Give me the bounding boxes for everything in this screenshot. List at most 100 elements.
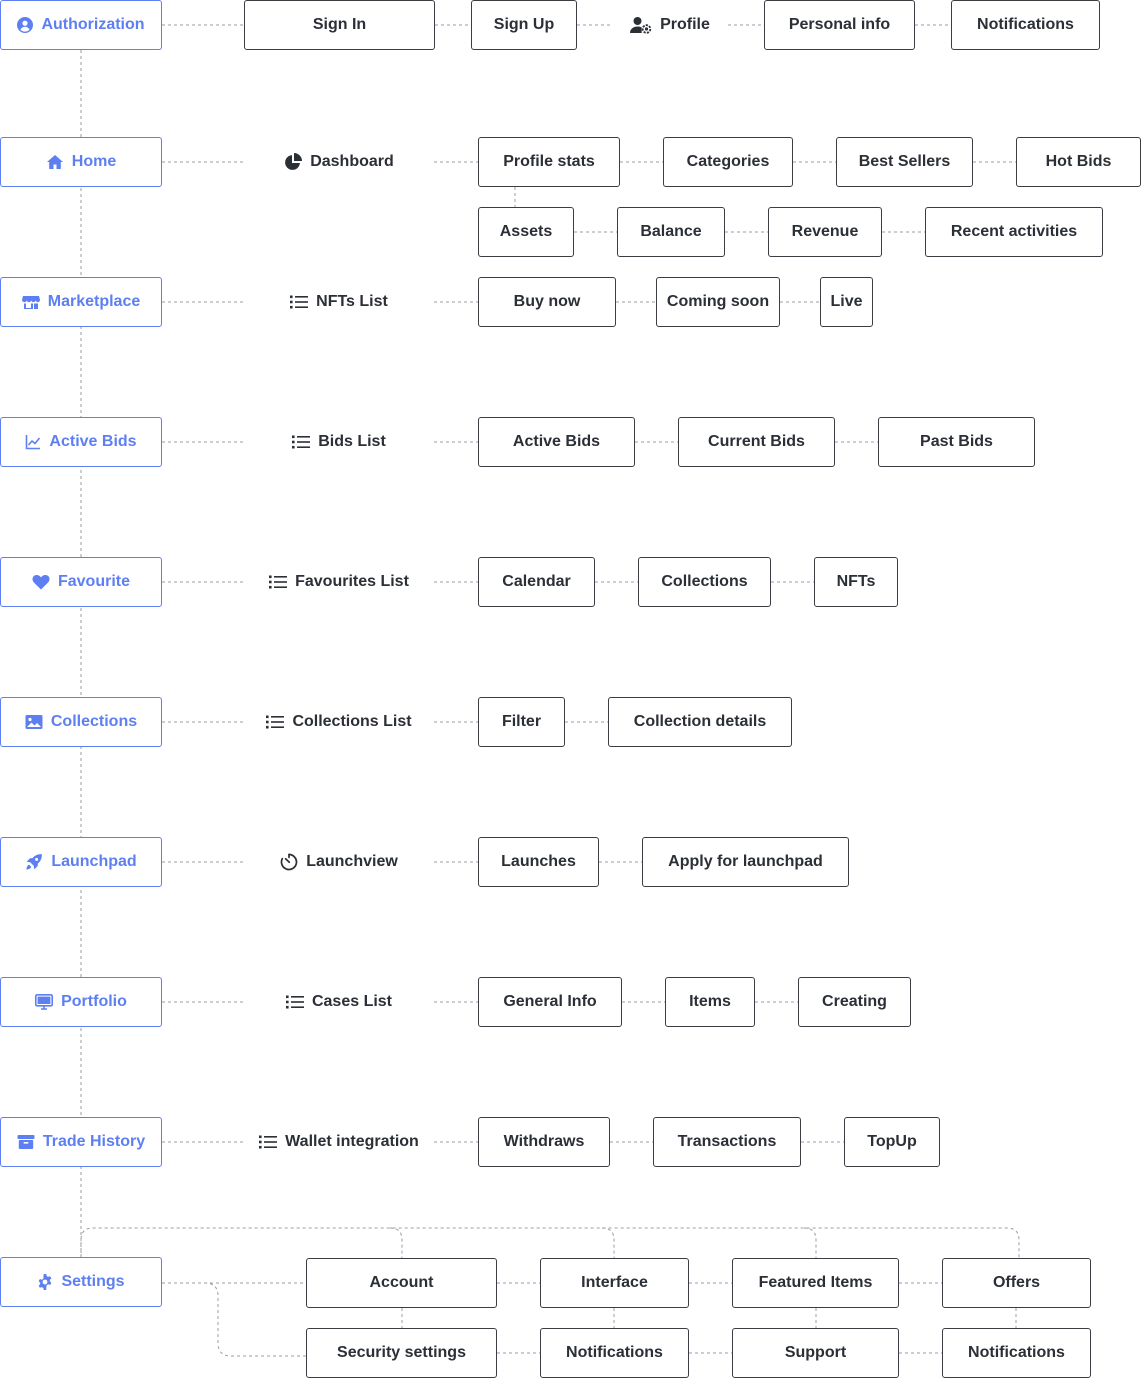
node-label: General Info xyxy=(503,993,597,1010)
node-buy-now[interactable]: Buy now xyxy=(478,277,616,327)
node-account[interactable]: Account xyxy=(306,1258,497,1308)
section-launchpad[interactable]: Launchpad xyxy=(0,837,162,887)
section-label: Launchpad xyxy=(51,853,137,870)
node-revenue[interactable]: Revenue xyxy=(768,207,882,257)
node-label: Current Bids xyxy=(708,433,805,450)
node-support[interactable]: Support xyxy=(732,1328,899,1378)
node-creating[interactable]: Creating xyxy=(798,977,911,1027)
hub-dashboard: Dashboard xyxy=(244,137,434,187)
connector-line xyxy=(601,1227,615,1258)
section-trade-history[interactable]: Trade History xyxy=(0,1117,162,1167)
node-label: TopUp xyxy=(867,1133,917,1150)
connector-line xyxy=(162,1282,306,1357)
node-label: Creating xyxy=(822,993,887,1010)
section-collections[interactable]: Collections xyxy=(0,697,162,747)
node-categories[interactable]: Categories xyxy=(663,137,793,187)
node-general-info[interactable]: General Info xyxy=(478,977,622,1027)
node-label: Notifications xyxy=(968,1344,1065,1361)
archive-icon xyxy=(17,1134,35,1150)
node-coming-soon[interactable]: Coming soon xyxy=(656,277,780,327)
node-nfts[interactable]: NFTs xyxy=(814,557,898,607)
node-label: Hot Bids xyxy=(1045,153,1112,170)
node-notifications[interactable]: Notifications xyxy=(942,1328,1091,1378)
node-calendar[interactable]: Calendar xyxy=(478,557,595,607)
section-label: Portfolio xyxy=(61,993,127,1010)
node-apply-for-launchpad[interactable]: Apply for launchpad xyxy=(642,837,849,887)
node-label: Coming soon xyxy=(666,293,770,310)
node-sign-up[interactable]: Sign Up xyxy=(471,0,577,50)
hub-label: Favourites List xyxy=(295,573,409,590)
hub-favourites-list: Favourites List xyxy=(244,557,434,607)
node-interface[interactable]: Interface xyxy=(540,1258,689,1308)
list-icon xyxy=(269,575,288,589)
connector-line xyxy=(803,1227,817,1258)
node-past-bids[interactable]: Past Bids xyxy=(878,417,1035,467)
hub-label: Cases List xyxy=(311,993,393,1010)
timer-icon xyxy=(280,853,298,871)
hub-label: Collections List xyxy=(292,713,412,730)
node-offers[interactable]: Offers xyxy=(942,1258,1091,1308)
node-personal-info[interactable]: Personal info xyxy=(764,0,915,50)
list-icon xyxy=(259,1135,278,1149)
node-security-settings[interactable]: Security settings xyxy=(306,1328,497,1378)
section-portfolio[interactable]: Portfolio xyxy=(0,977,162,1027)
node-collection-details[interactable]: Collection details xyxy=(608,697,792,747)
node-label: Collection details xyxy=(633,713,767,730)
connector-line xyxy=(80,1227,1020,1258)
node-label: Security settings xyxy=(337,1344,466,1361)
hub-label: Wallet integration xyxy=(285,1133,419,1150)
section-label: Home xyxy=(71,153,117,170)
section-marketplace[interactable]: Marketplace xyxy=(0,277,162,327)
node-best-sellers[interactable]: Best Sellers xyxy=(836,137,973,187)
node-balance[interactable]: Balance xyxy=(617,207,725,257)
store-icon xyxy=(21,294,40,310)
node-featured-items[interactable]: Featured Items xyxy=(732,1258,899,1308)
node-label: Calendar xyxy=(502,573,571,590)
node-label: Sign In xyxy=(312,16,367,33)
node-label: Items xyxy=(689,993,731,1010)
section-label: Active Bids xyxy=(49,433,137,450)
hub-label: Dashboard xyxy=(310,153,394,170)
hub-launchview: Launchview xyxy=(244,837,434,887)
node-label: Interface xyxy=(581,1274,648,1291)
node-label: Notifications xyxy=(977,16,1074,33)
node-assets[interactable]: Assets xyxy=(478,207,574,257)
section-home[interactable]: Home xyxy=(0,137,162,187)
node-launches[interactable]: Launches xyxy=(478,837,599,887)
node-label: Personal info xyxy=(788,16,891,33)
node-recent-activities[interactable]: Recent activities xyxy=(925,207,1103,257)
hub-collections-list: Collections List xyxy=(244,697,434,747)
section-label: Trade History xyxy=(42,1133,146,1150)
list-icon xyxy=(290,295,309,309)
node-notifications[interactable]: Notifications xyxy=(540,1328,689,1378)
node-label: Assets xyxy=(499,223,553,240)
section-label: Settings xyxy=(61,1273,125,1290)
node-filter[interactable]: Filter xyxy=(478,697,565,747)
node-notifications[interactable]: Notifications xyxy=(951,0,1100,50)
node-profile-stats[interactable]: Profile stats xyxy=(478,137,620,187)
node-label: Transactions xyxy=(677,1133,777,1150)
node-label: Live xyxy=(830,293,863,310)
node-withdraws[interactable]: Withdraws xyxy=(478,1117,610,1167)
node-transactions[interactable]: Transactions xyxy=(653,1117,801,1167)
node-label: Featured Items xyxy=(758,1274,873,1291)
node-live[interactable]: Live xyxy=(820,277,873,327)
pie-chart-icon xyxy=(284,153,303,171)
node-items[interactable]: Items xyxy=(665,977,755,1027)
image-icon xyxy=(25,714,43,730)
section-active-bids[interactable]: Active Bids xyxy=(0,417,162,467)
node-sign-in[interactable]: Sign In xyxy=(244,0,435,50)
node-label: Offers xyxy=(992,1274,1041,1291)
node-active-bids[interactable]: Active Bids xyxy=(478,417,635,467)
section-settings[interactable]: Settings xyxy=(0,1257,162,1307)
heart-icon xyxy=(32,574,50,590)
node-label: Launches xyxy=(501,853,576,870)
section-favourite[interactable]: Favourite xyxy=(0,557,162,607)
user-circle-icon xyxy=(17,17,34,33)
node-label: Notifications xyxy=(566,1344,663,1361)
node-hot-bids[interactable]: Hot Bids xyxy=(1016,137,1141,187)
section-authorization[interactable]: Authorization xyxy=(0,0,162,50)
node-current-bids[interactable]: Current Bids xyxy=(678,417,835,467)
node-collections[interactable]: Collections xyxy=(638,557,771,607)
node-topup[interactable]: TopUp xyxy=(844,1117,940,1167)
